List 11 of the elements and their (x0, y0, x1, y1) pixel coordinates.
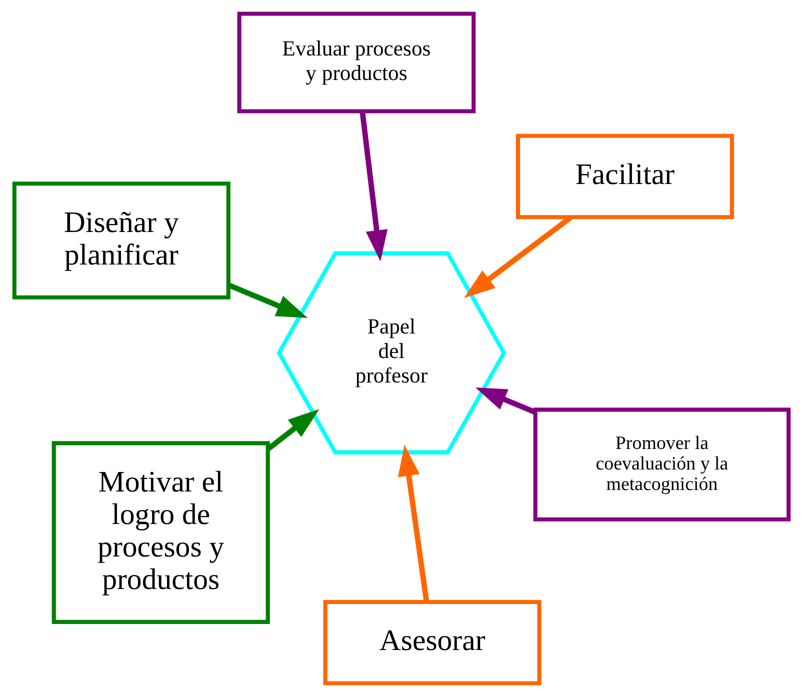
arrow (227, 282, 308, 318)
node-box: Facilitar (515, 134, 734, 220)
node-box: Motivar el logro de procesos y productos (51, 441, 270, 624)
arrow (474, 387, 536, 415)
node-box: Promover la coevaluación y la metacognición (532, 408, 790, 522)
node-box: Asesorar (322, 600, 541, 686)
arrow (464, 215, 572, 298)
node-box: Diseñar y planificar (12, 182, 230, 300)
arrow (359, 111, 388, 262)
arrow (397, 444, 429, 602)
node-box: Evaluar procesos y productos (236, 12, 476, 114)
